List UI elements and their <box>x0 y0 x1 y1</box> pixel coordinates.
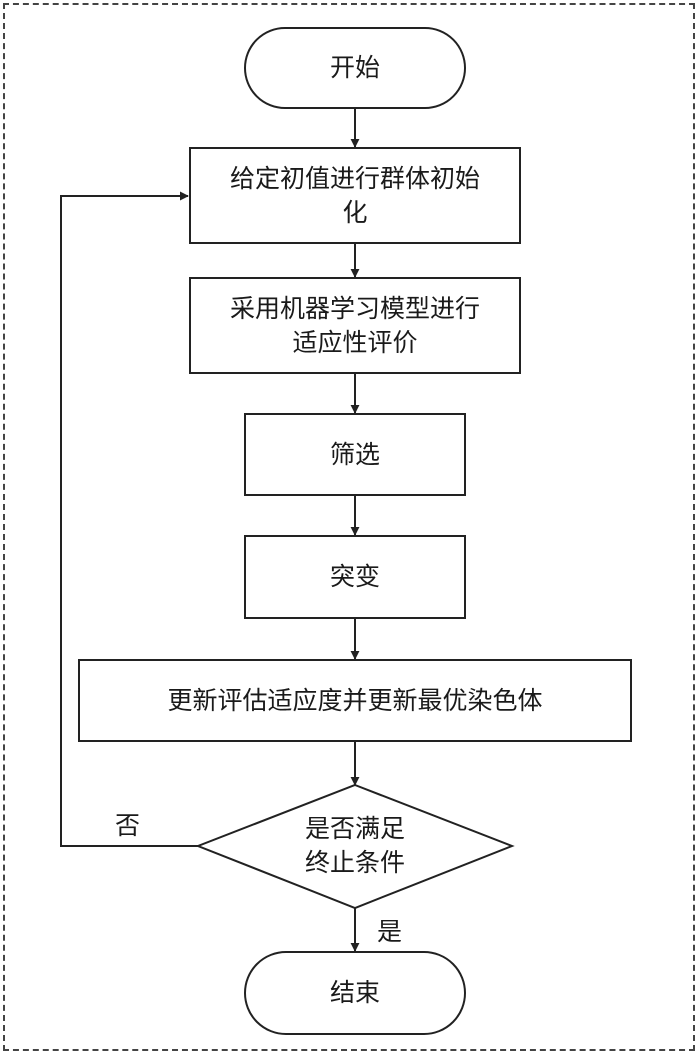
mutate-box: 突变 <box>244 535 466 619</box>
evaluate-box: 采用机器学习模型进行适应性评价 <box>189 277 521 374</box>
init-box: 给定初值进行群体初始化 <box>189 147 521 244</box>
end-terminal: 结束 <box>244 951 466 1035</box>
init-label: 给定初值进行群体初始化 <box>229 163 480 227</box>
end-label: 结束 <box>329 978 380 1007</box>
mutate-label: 突变 <box>329 562 380 591</box>
no-label: 否 <box>115 811 141 840</box>
start-label: 开始 <box>329 53 380 82</box>
update-label: 更新评估适应度并更新最优染色体 <box>167 685 543 715</box>
arrow-no-loop <box>60 191 198 847</box>
select-label: 筛选 <box>329 439 380 469</box>
select-box: 筛选 <box>244 413 466 496</box>
decision-label: 是否满足终止条件 <box>304 814 405 877</box>
evaluate-label: 采用机器学习模型进行适应性评价 <box>229 293 480 357</box>
dashed-frame <box>3 3 695 1051</box>
start-terminal: 开始 <box>244 27 466 109</box>
yes-label: 是 <box>377 917 403 946</box>
update-box: 更新评估适应度并更新最优染色体 <box>78 659 632 742</box>
